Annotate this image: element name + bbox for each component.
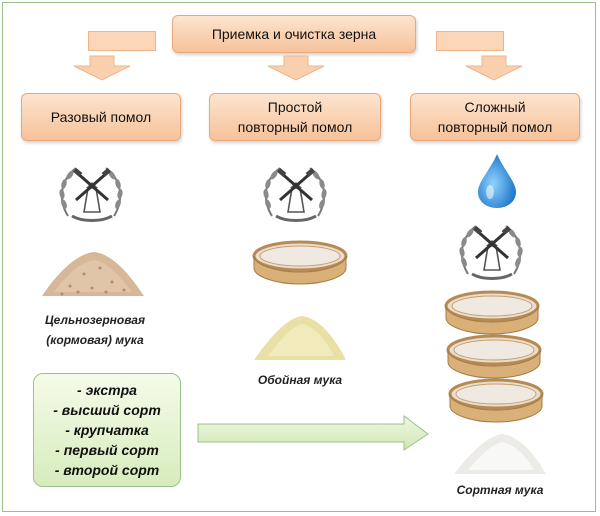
wholegrain-flour-caption: Цельнозерновая (кормовая) мука xyxy=(44,313,146,347)
mill-emblem-icon xyxy=(261,166,329,222)
down-arrow-right xyxy=(465,55,523,81)
header-complex-repeat-label: Сложный повторный помол xyxy=(437,99,553,135)
down-arrow-left xyxy=(73,55,131,81)
grade-flour-caption: Сортная мука xyxy=(456,483,544,497)
left-connector xyxy=(88,31,156,51)
bran-pile-icon xyxy=(42,252,144,296)
sieve-icon xyxy=(448,378,544,424)
right-connector xyxy=(436,31,504,51)
wallpaper-flour-caption: Обойная мука xyxy=(257,373,343,387)
right-arrow-icon xyxy=(197,415,429,451)
sieve-icon xyxy=(444,290,540,336)
grade-item: - высший сорт xyxy=(53,402,161,418)
header-single-grind: Разовый помол xyxy=(21,93,181,141)
grade-item: - экстра xyxy=(77,382,137,398)
grade-item: - первый сорт xyxy=(55,442,159,458)
grade-item: - крупчатка xyxy=(65,422,149,438)
sieve-icon xyxy=(446,334,542,380)
sieve-icon xyxy=(252,240,348,286)
top-title: Приемка и очистка зерна xyxy=(211,26,377,42)
flour-pile-icon xyxy=(454,434,546,474)
diagram-frame xyxy=(2,2,596,512)
flour-pile-icon xyxy=(254,316,346,360)
header-simple-repeat-label: Простой повторный помол xyxy=(237,99,353,135)
mill-emblem-icon xyxy=(457,224,525,280)
header-simple-repeat-grind: Простой повторный помол xyxy=(209,93,381,141)
grade-item: - второй сорт xyxy=(54,462,160,478)
header-single-grind-label: Разовый помол xyxy=(50,109,152,125)
water-drop-icon xyxy=(478,154,516,208)
mill-emblem-icon xyxy=(57,166,125,222)
header-complex-repeat-grind: Сложный повторный помол xyxy=(410,93,580,141)
top-title-box: Приемка и очистка зерна xyxy=(172,15,416,53)
flour-grades-list: - экстра - высший сорт - крупчатка - пер… xyxy=(34,380,180,480)
down-arrow-center xyxy=(267,55,325,81)
flour-grades-box: - экстра - высший сорт - крупчатка - пер… xyxy=(33,373,181,487)
